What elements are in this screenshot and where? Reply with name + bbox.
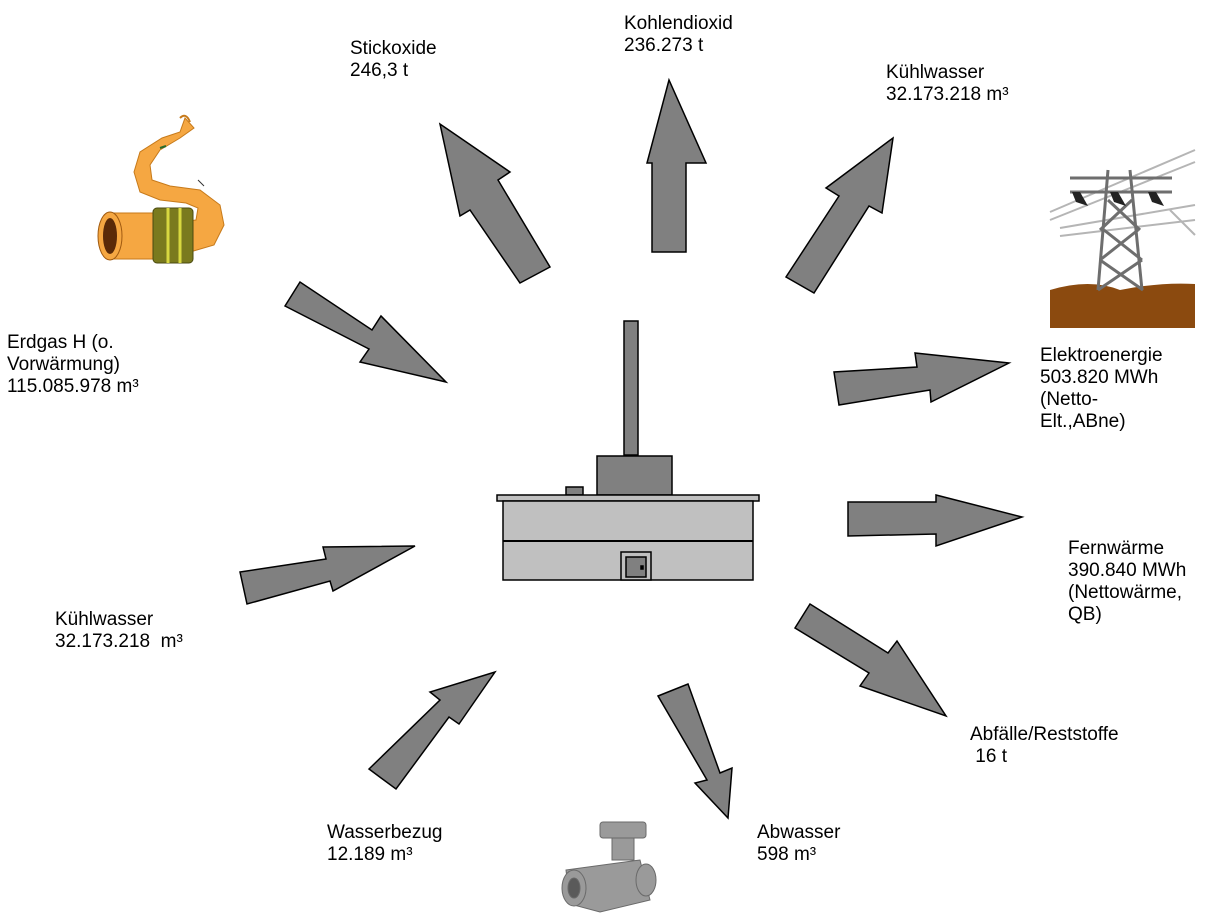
fernwaerme-name: Fernwärme (1068, 538, 1165, 559)
arrow-elektroenergie (833, 352, 1012, 406)
wasserbezug-name: Wasserbezug (327, 822, 443, 843)
arrow-fernwaerme (847, 494, 1025, 548)
label-fernwaerme: Fernwärme 390.840 MWh (Nettowärme, QB) (1068, 538, 1186, 626)
kohlendioxid-name: Kohlendioxid (624, 13, 733, 34)
water-valve-icon (561, 821, 657, 913)
arrow-abwasser (656, 683, 733, 820)
erdgas-line2: Vorwärmung) (7, 354, 120, 375)
arrow-abfaelle (793, 602, 948, 718)
label-abfaelle: Abfälle/Reststoffe 16 t (970, 724, 1119, 768)
power-plant-building (496, 320, 760, 581)
label-kuehlwasser-out: Kühlwasser 32.173.218 m³ (886, 62, 1009, 106)
arrow-stickoxide (438, 122, 552, 284)
abfaelle-value: 16 t (970, 746, 1007, 767)
gas-pipe-icon (97, 114, 225, 264)
stickoxide-name: Stickoxide (350, 38, 437, 59)
fernwaerme-line4: QB) (1068, 604, 1102, 625)
kuehlwasser-in-value: 32.173.218 m³ (55, 631, 183, 652)
label-kohlendioxid: Kohlendioxid 236.273 t (624, 13, 733, 57)
arrow-erdgas (283, 280, 449, 384)
label-abwasser: Abwasser 598 m³ (757, 822, 840, 866)
chimney (623, 320, 639, 456)
arrow-kuehlwasser-out (784, 136, 895, 295)
kuehlwasser-out-name: Kühlwasser (886, 62, 985, 83)
kuehlwasser-in-name: Kühlwasser (55, 609, 154, 630)
arrow-kohlendioxid (646, 77, 708, 253)
fernwaerme-value: 390.840 MWh (1068, 560, 1187, 581)
arrow-wasserbezug (367, 670, 497, 791)
fernwaerme-line3: (Nettowärme, (1068, 582, 1183, 603)
power-pylon-icon (1049, 149, 1196, 328)
label-elektroenergie: Elektroenergie 503.820 MWh (Netto- Elt.,… (1040, 345, 1163, 433)
abwasser-value: 598 m³ (757, 844, 817, 865)
wasserbezug-value: 12.189 m³ (327, 844, 413, 865)
label-stickoxide: Stickoxide 246,3 t (350, 38, 437, 82)
kuehlwasser-out-value: 32.173.218 m³ (886, 84, 1009, 105)
elektroenergie-line3: (Netto- (1040, 389, 1099, 410)
elektroenergie-line4: Elt.,ABne) (1040, 411, 1126, 432)
erdgas-line1: Erdgas H (o. (7, 332, 114, 353)
stickoxide-value: 246,3 t (350, 60, 409, 81)
label-erdgas: Erdgas H (o. Vorwärmung) 115.085.978 m³ (7, 332, 139, 398)
label-kuehlwasser-in: Kühlwasser 32.173.218 m³ (55, 609, 183, 653)
erdgas-value: 115.085.978 m³ (7, 376, 139, 397)
elektroenergie-name: Elektroenergie (1040, 345, 1163, 366)
stack-housing (596, 455, 673, 496)
abwasser-name: Abwasser (757, 822, 841, 843)
label-wasserbezug: Wasserbezug 12.189 m³ (327, 822, 442, 866)
elektroenergie-value: 503.820 MWh (1040, 367, 1159, 388)
abfaelle-name: Abfälle/Reststoffe (970, 724, 1119, 745)
arrow-kuehlwasser-in (239, 545, 416, 605)
kohlendioxid-value: 236.273 t (624, 35, 704, 56)
